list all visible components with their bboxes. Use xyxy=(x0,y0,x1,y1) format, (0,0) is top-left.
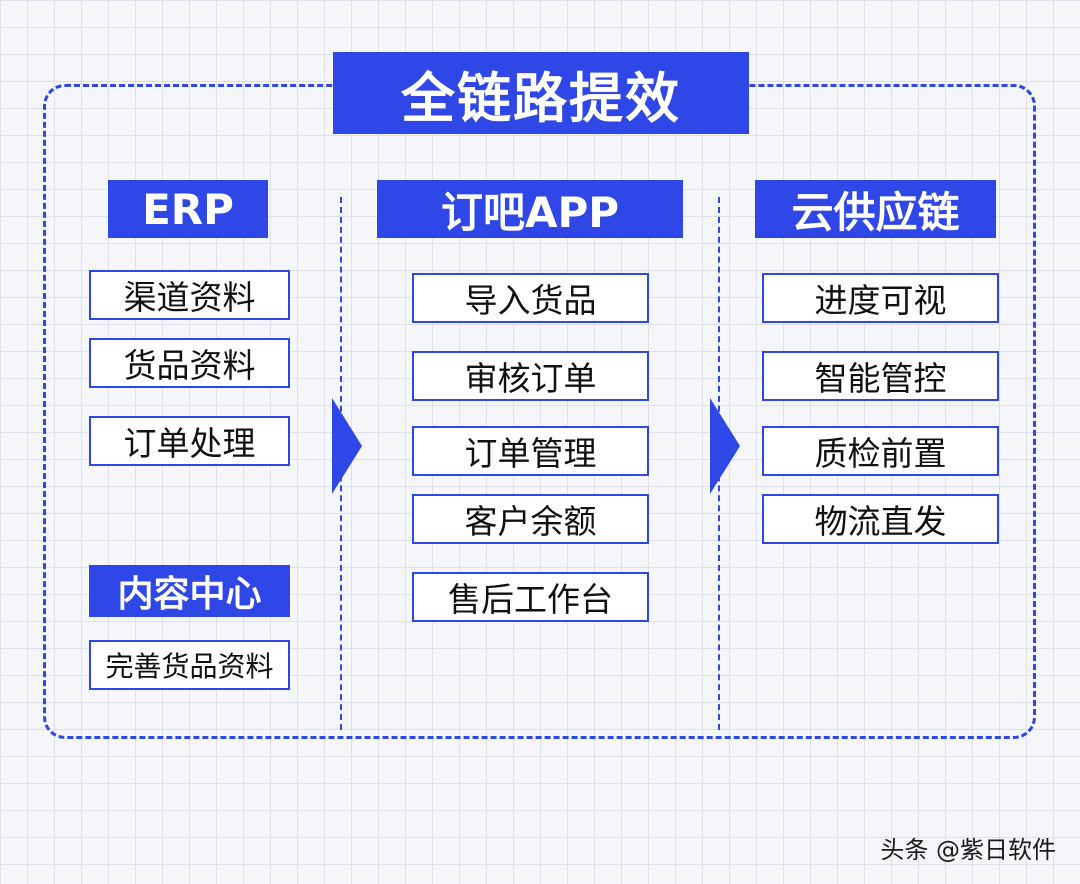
sub-header-content-center: 内容中心 xyxy=(89,565,290,617)
app-item-customer-balance: 客户余额 xyxy=(412,494,649,544)
diagram-title: 全链路提效 xyxy=(333,52,749,134)
erp-item-order-processing: 订单处理 xyxy=(89,416,290,466)
cloud-item-progress-visible: 进度可视 xyxy=(762,273,999,323)
column-header-cloud-supply-chain: 云供应链 xyxy=(755,180,996,238)
cloud-item-smart-control: 智能管控 xyxy=(762,351,999,401)
column-header-dingba-app: 订吧APP xyxy=(377,180,683,238)
column-header-erp: ERP xyxy=(108,180,268,238)
app-item-review-orders: 审核订单 xyxy=(412,351,649,401)
flow-arrow-2 xyxy=(710,398,740,494)
content-item-complete-goods-data: 完善货品资料 xyxy=(89,640,290,690)
app-item-import-goods: 导入货品 xyxy=(412,273,649,323)
cloud-item-direct-logistics: 物流直发 xyxy=(762,494,999,544)
app-item-after-sales-desk: 售后工作台 xyxy=(412,572,649,622)
erp-item-channel-data: 渠道资料 xyxy=(89,270,290,320)
cloud-item-quality-check-front: 质检前置 xyxy=(762,426,999,476)
app-item-order-management: 订单管理 xyxy=(412,426,649,476)
erp-item-goods-data: 货品资料 xyxy=(89,338,290,388)
watermark: 头条 @紫日软件 xyxy=(880,836,1056,864)
flow-arrow-1 xyxy=(332,398,362,494)
